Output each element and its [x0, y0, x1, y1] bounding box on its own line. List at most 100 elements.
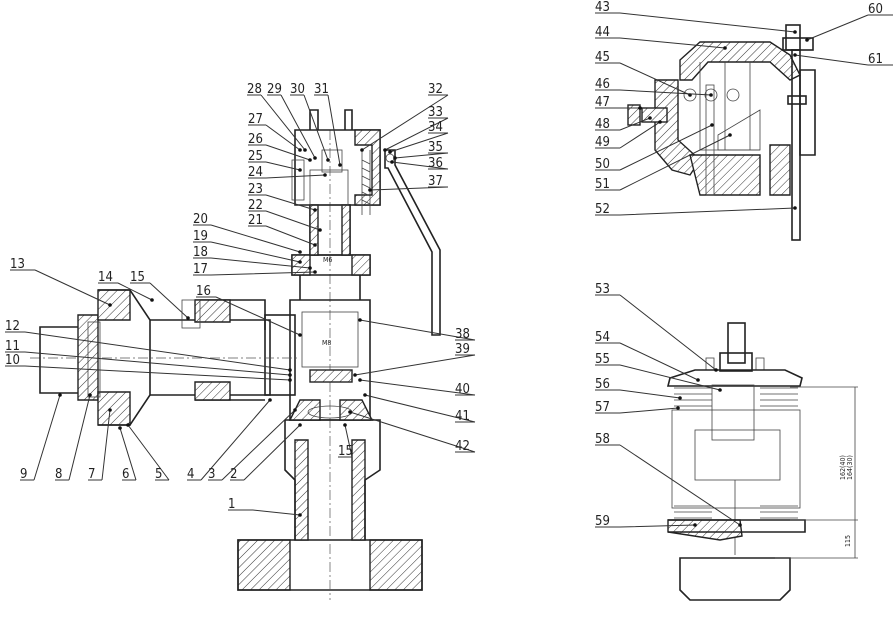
part-number-label: 12 — [5, 319, 20, 334]
part-number-label: 50 — [595, 157, 610, 172]
part-callout: 20 — [193, 212, 302, 254]
leader-dot — [298, 250, 302, 254]
leader-line — [208, 409, 296, 481]
leader-line — [595, 207, 796, 216]
lever-mechanism-view — [627, 24, 816, 241]
leader-dot — [723, 46, 727, 50]
part-callout: 35 — [393, 140, 449, 160]
part-callout: 9 — [20, 393, 62, 482]
part-callout: 41 — [363, 393, 476, 424]
leader-line — [314, 94, 341, 166]
leader-dot — [805, 38, 809, 42]
part-number-label: 11 — [5, 339, 20, 354]
part-number-label: 45 — [595, 50, 610, 65]
leader-line — [595, 134, 731, 191]
leader-dot — [638, 106, 642, 110]
leader-dot — [313, 270, 317, 274]
leader-line — [595, 389, 681, 399]
part-callout: 43 — [595, 0, 797, 34]
leader-line — [595, 407, 679, 414]
leader-dot — [288, 368, 292, 372]
part-number-label: 51 — [595, 177, 610, 192]
leader-dot — [388, 150, 392, 154]
part-callout: 34 — [388, 120, 449, 154]
part-callout: 51 — [595, 133, 732, 192]
leader-line — [595, 37, 726, 49]
leader-line — [193, 271, 316, 276]
part-callout: 19 — [193, 229, 302, 264]
part-number-label: 4 — [187, 467, 194, 482]
part-number-label: 38 — [455, 327, 470, 342]
part-callout: 55 — [595, 352, 722, 392]
leader-line — [369, 186, 449, 191]
leader-line — [248, 194, 316, 211]
part-number-label: 28 — [247, 82, 262, 97]
part-callout: 50 — [595, 123, 714, 172]
part-number-label: 21 — [248, 213, 263, 228]
leader-dot — [728, 133, 732, 137]
part-number-label: 27 — [248, 112, 263, 127]
part-number-label: 20 — [193, 212, 208, 227]
internal-note: M8 — [322, 339, 331, 347]
leader-dot — [326, 158, 330, 162]
leader-dot — [186, 316, 190, 320]
leader-line — [196, 296, 301, 336]
part-callout: 46 — [595, 77, 713, 97]
leader-line — [247, 94, 306, 151]
leader-dot — [390, 160, 394, 164]
part-callout: 2 — [230, 423, 302, 482]
part-number-label: 60 — [868, 2, 883, 17]
part-number-label: 52 — [595, 202, 610, 217]
leader-dot — [108, 408, 112, 412]
part-number-label: 14 — [98, 270, 113, 285]
part-number-label: 25 — [248, 149, 263, 164]
leader-dot — [358, 378, 362, 382]
leader-dot — [793, 53, 797, 57]
leader-line — [230, 424, 301, 481]
part-callout: 29 — [267, 82, 317, 160]
part-number-label: 22 — [248, 198, 263, 213]
part-callout: 42 — [348, 410, 476, 454]
leader-line — [5, 331, 291, 371]
part-number-label: 56 — [595, 377, 610, 392]
leader-line — [361, 94, 449, 151]
leader-dot — [343, 423, 347, 427]
leader-line — [193, 241, 301, 263]
part-callout: 10 — [5, 353, 292, 382]
leader-line — [20, 394, 61, 481]
part-number-label: 34 — [428, 120, 443, 135]
leader-dot — [298, 423, 302, 427]
leader-line — [248, 174, 326, 179]
leader-line — [595, 89, 712, 96]
part-callout: 14 — [98, 270, 154, 302]
part-number-label: 61 — [868, 52, 883, 67]
leader-dot — [298, 260, 302, 264]
leader-line — [187, 399, 271, 481]
leader-dot — [348, 410, 352, 414]
leader-line — [384, 117, 449, 151]
part-callout: 4 — [187, 398, 272, 482]
leader-line — [595, 342, 699, 381]
leader-line — [595, 124, 713, 171]
part-number-label: 37 — [428, 174, 443, 189]
part-number-label: 26 — [248, 132, 263, 147]
leader-dot — [298, 513, 302, 517]
part-callout: 17 — [193, 262, 317, 277]
part-callout: 37 — [368, 174, 449, 192]
leader-line — [98, 282, 153, 301]
leader-dot — [368, 188, 372, 192]
leader-line — [806, 14, 893, 41]
part-callout: 21 — [248, 213, 317, 247]
leader-dot — [714, 368, 718, 372]
leader-dot — [108, 303, 112, 307]
leader-dot — [393, 156, 397, 160]
part-number-label: 32 — [428, 82, 443, 97]
part-number-label: 15 — [130, 270, 145, 285]
leader-dot — [338, 163, 342, 167]
leader-dot — [88, 393, 92, 397]
part-callout: 3 — [208, 408, 297, 482]
leader-dot — [793, 206, 797, 210]
part-number-label: 59 — [595, 514, 610, 529]
leader-line — [248, 210, 321, 231]
